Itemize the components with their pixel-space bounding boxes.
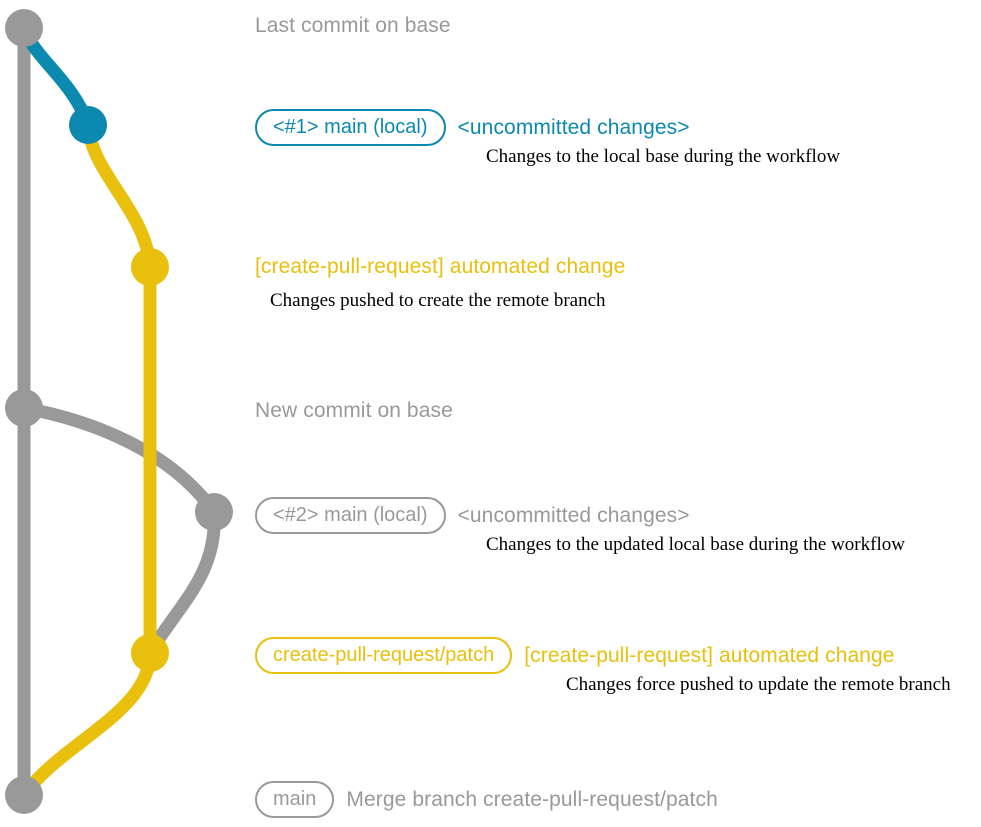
row-headline: [create-pull-request] automated change	[255, 255, 626, 278]
branch-badge-main[interactable]: main	[255, 781, 335, 818]
base-new-commit-node[interactable]	[5, 389, 43, 427]
row-subnote-automated-change-create: Changes pushed to create the remote bran…	[270, 290, 606, 311]
row-automated-change-update: create-pull-request/patch [create-pull-r…	[255, 637, 895, 674]
row-merge-commit: main Merge branch create-pull-request/pa…	[255, 781, 718, 818]
base-head-node[interactable]	[5, 9, 43, 47]
row-headline: Merge branch create-pull-request/patch	[346, 787, 718, 811]
local1-to-patch1-line	[81, 118, 157, 274]
row-subnote-commit-2-local: Changes to the updated local base during…	[486, 534, 905, 555]
row-headline: New commit on base	[255, 399, 453, 422]
row-headline: [create-pull-request] automated change	[524, 643, 895, 667]
branch-badge-main-local-2[interactable]: <#2> main (local)	[255, 497, 446, 534]
row-headline: Last commit on base	[255, 14, 451, 37]
patch-commit-1-node[interactable]	[131, 248, 169, 286]
branch-badge-main-local-1[interactable]: <#1> main (local)	[255, 109, 446, 146]
row-automated-change-create: [create-pull-request] automated change	[255, 255, 625, 279]
local2-to-patch2-line	[143, 505, 221, 660]
merge-commit-node[interactable]	[5, 776, 43, 814]
patch-commit-2-node[interactable]	[131, 634, 169, 672]
base-to-local2-line	[17, 401, 221, 519]
row-subnote-automated-change-update: Changes force pushed to update the remot…	[566, 674, 951, 695]
local-commit-1-node[interactable]	[69, 106, 107, 144]
row-headline: <uncommitted changes>	[457, 115, 690, 139]
patch2-to-merge-line	[17, 646, 157, 802]
base-to-local1-line	[17, 21, 95, 132]
row-commit-1-local: <#1> main (local) <uncommitted changes>	[255, 109, 690, 146]
row-commit-2-local: <#2> main (local) <uncommitted changes>	[255, 497, 690, 534]
local-commit-2-node[interactable]	[195, 493, 233, 531]
row-last-commit-on-base: Last commit on base	[255, 14, 451, 38]
row-headline: <uncommitted changes>	[457, 503, 690, 527]
branch-badge-create-pull-request-patch[interactable]: create-pull-request/patch	[255, 637, 513, 674]
row-subnote-commit-1-local: Changes to the local base during the wor…	[486, 146, 841, 167]
row-new-commit-on-base: New commit on base	[255, 399, 453, 423]
